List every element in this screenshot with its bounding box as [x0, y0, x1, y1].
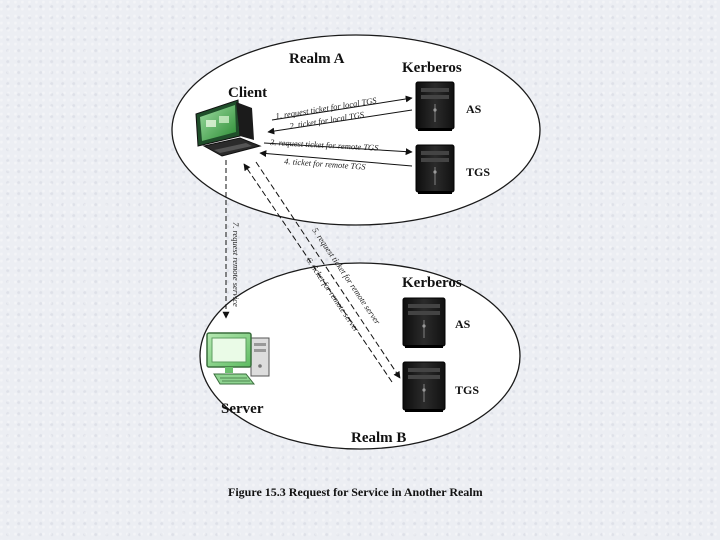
figure-caption: Figure 15.3 Request for Service in Anoth… — [228, 485, 483, 499]
arrow-m3 — [263, 142, 413, 156]
realm-a-tgs-label: TGS — [466, 165, 490, 179]
arrow-m2 — [267, 109, 413, 135]
realm-a-tgs-server-icon — [415, 144, 455, 194]
realm-b-tgs-label: TGS — [455, 383, 479, 397]
realm-b-kerberos-label: Kerberos — [402, 275, 462, 291]
realm-b-tgs-server-icon — [402, 361, 446, 412]
arrow-m4 — [259, 150, 413, 167]
client-computer-icon — [195, 99, 262, 157]
arrow-m5 — [255, 161, 401, 379]
realm-a-as-label: AS — [466, 102, 482, 116]
realm-a-kerberos-label: Kerberos — [402, 60, 462, 76]
arrow-m1 — [271, 95, 413, 121]
realm-b-title: Realm B — [351, 430, 406, 446]
server-computer-icon — [206, 332, 270, 385]
realm-b-as-label: AS — [455, 317, 471, 331]
arrow-m6 — [243, 163, 393, 383]
realm-a-as-server-icon — [415, 81, 455, 131]
realm-a-title: Realm A — [289, 51, 345, 67]
realm-b-as-server-icon — [402, 297, 446, 348]
server-label: Server — [221, 401, 264, 417]
client-label: Client — [228, 85, 267, 101]
msg-7-label: 7. request remote service — [231, 222, 241, 307]
